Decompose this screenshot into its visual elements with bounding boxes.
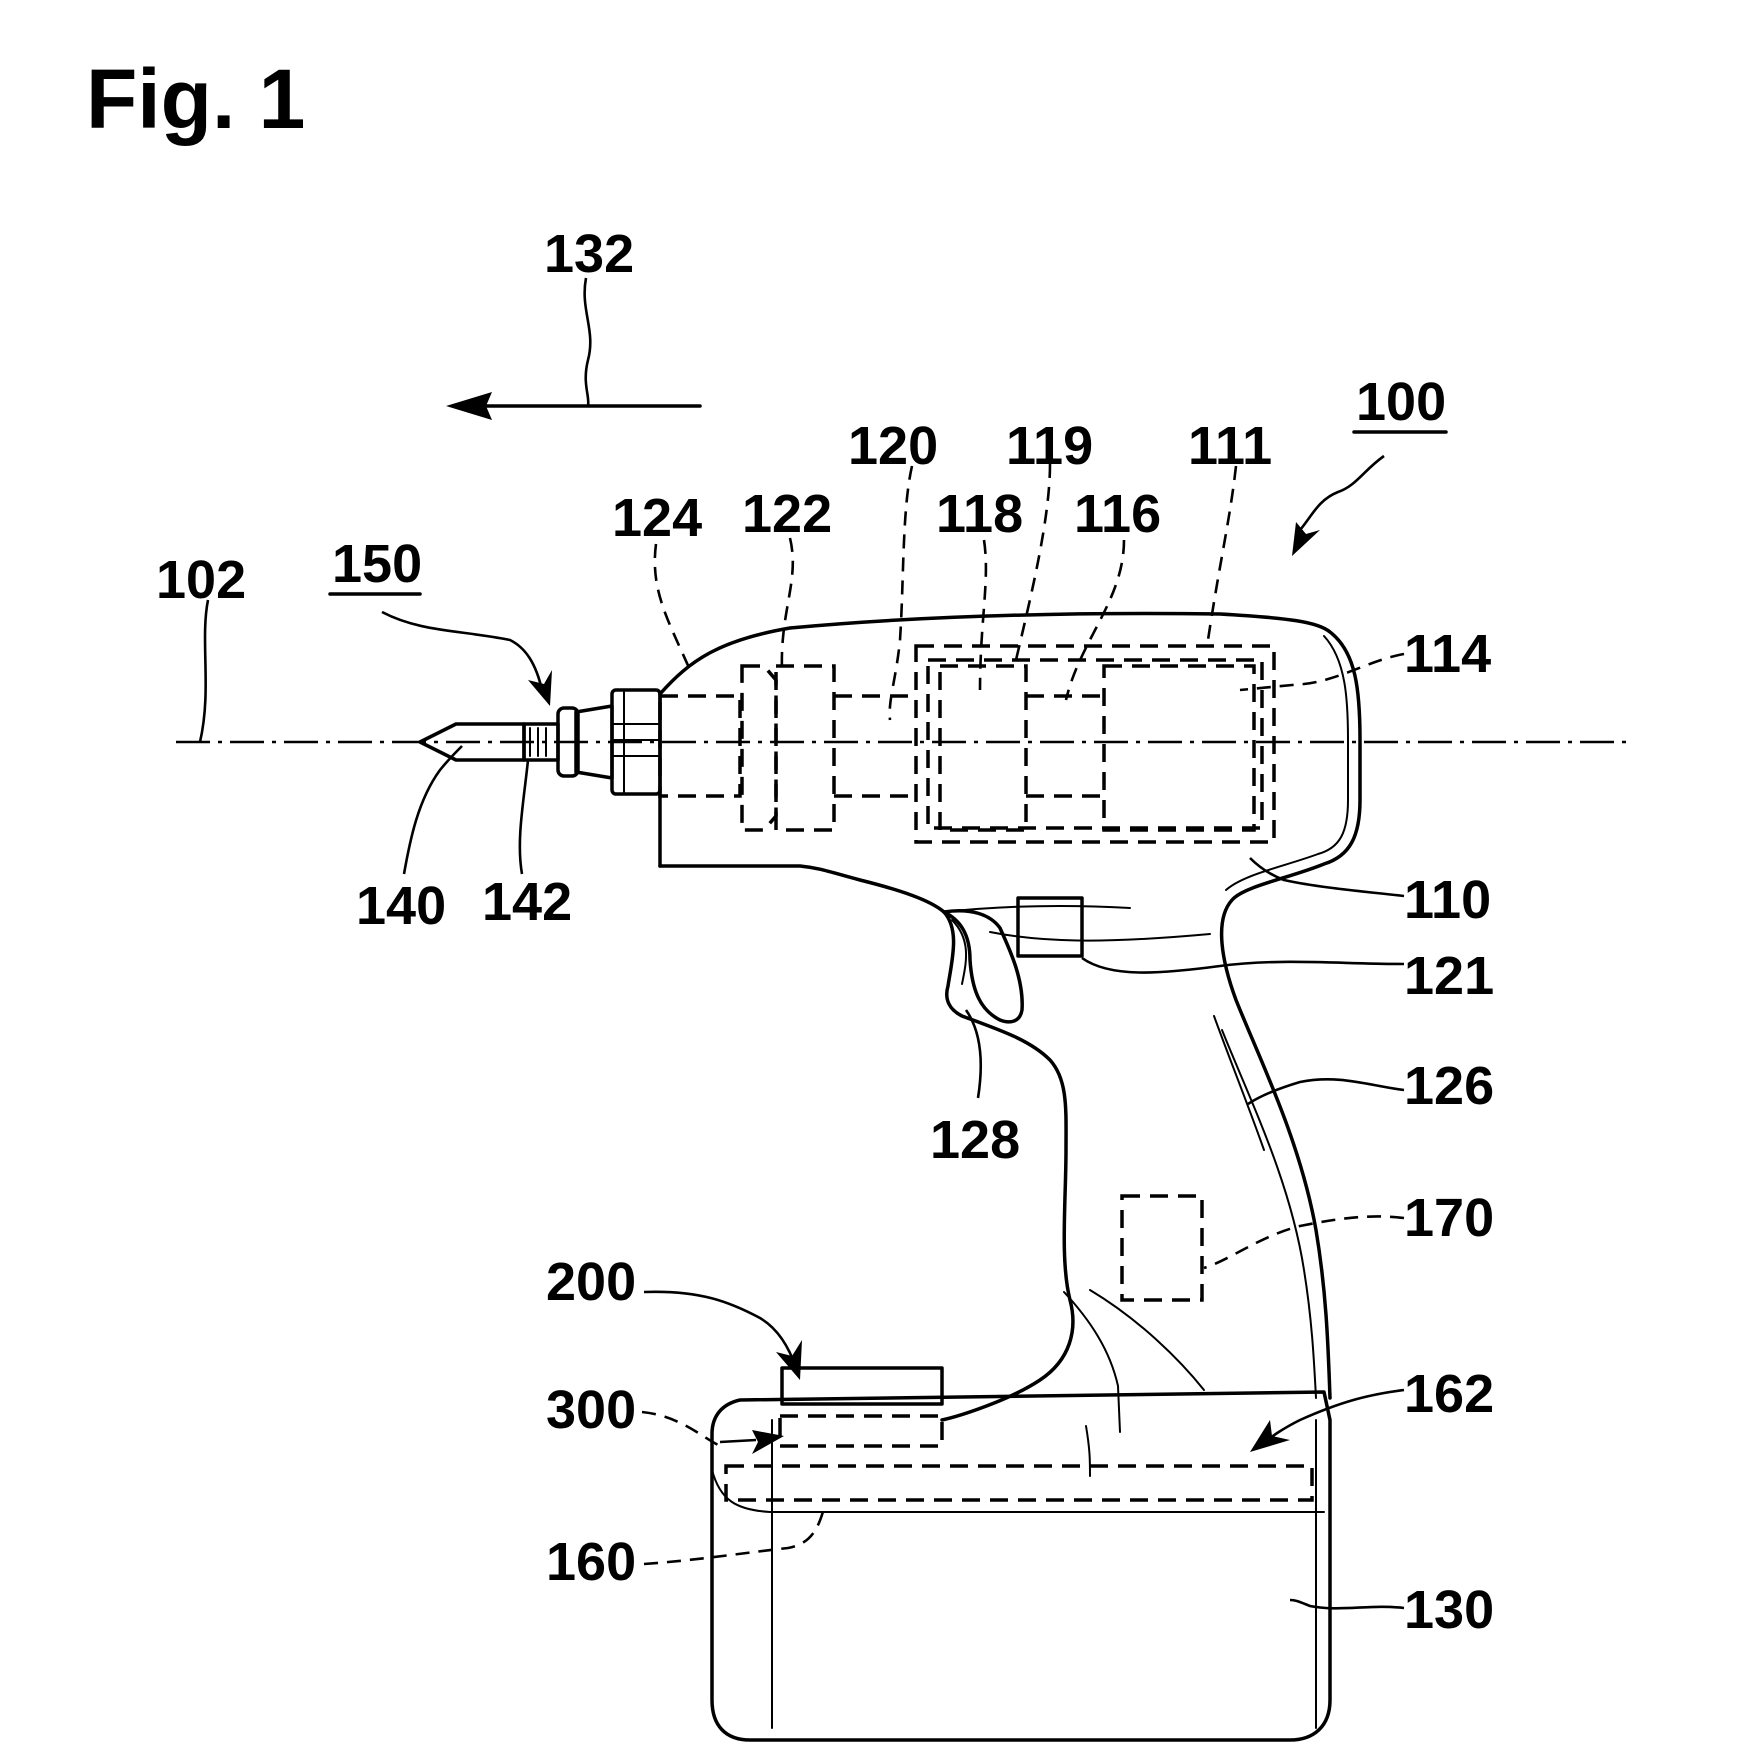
module-200-300: [778, 1366, 944, 1448]
drill-housing: [658, 611, 1362, 1477]
label-150: 150: [332, 534, 422, 594]
label-119: 119: [1006, 416, 1093, 476]
label-130: 130: [1404, 1580, 1494, 1640]
battery-pack: [710, 1390, 1332, 1742]
label-121: 121: [1404, 946, 1494, 1006]
axis-leader: [198, 599, 210, 743]
label-118: 118: [936, 484, 1023, 544]
label-126: 126: [1404, 1056, 1494, 1116]
label-300: 300: [546, 1380, 636, 1440]
label-162: 162: [1404, 1364, 1494, 1424]
label-142: 142: [482, 872, 572, 932]
label-100: 100: [1356, 372, 1446, 432]
label-102: 102: [156, 550, 246, 610]
figure-title: Fig. 1: [86, 52, 305, 146]
working-direction-arrow: [446, 277, 702, 420]
internal-components: [658, 644, 1276, 1302]
label-132: 132: [544, 224, 634, 284]
label-110: 110: [1404, 870, 1491, 930]
label-114: 114: [1404, 624, 1491, 684]
label-120: 120: [848, 416, 938, 476]
label-140: 140: [356, 876, 446, 936]
label-124: 124: [612, 488, 702, 548]
label-111: 111: [1188, 416, 1272, 476]
label-160: 160: [546, 1532, 636, 1592]
leader-lines: [381, 454, 1405, 1610]
label-128: 128: [930, 1110, 1020, 1170]
label-170: 170: [1404, 1188, 1494, 1248]
switch-121: [1016, 896, 1084, 958]
label-122: 122: [742, 484, 832, 544]
label-200: 200: [546, 1252, 636, 1312]
reference-labels: 132 100 120 119 111 124 122 118 116 102 …: [156, 224, 1494, 1640]
label-116: 116: [1074, 484, 1161, 544]
